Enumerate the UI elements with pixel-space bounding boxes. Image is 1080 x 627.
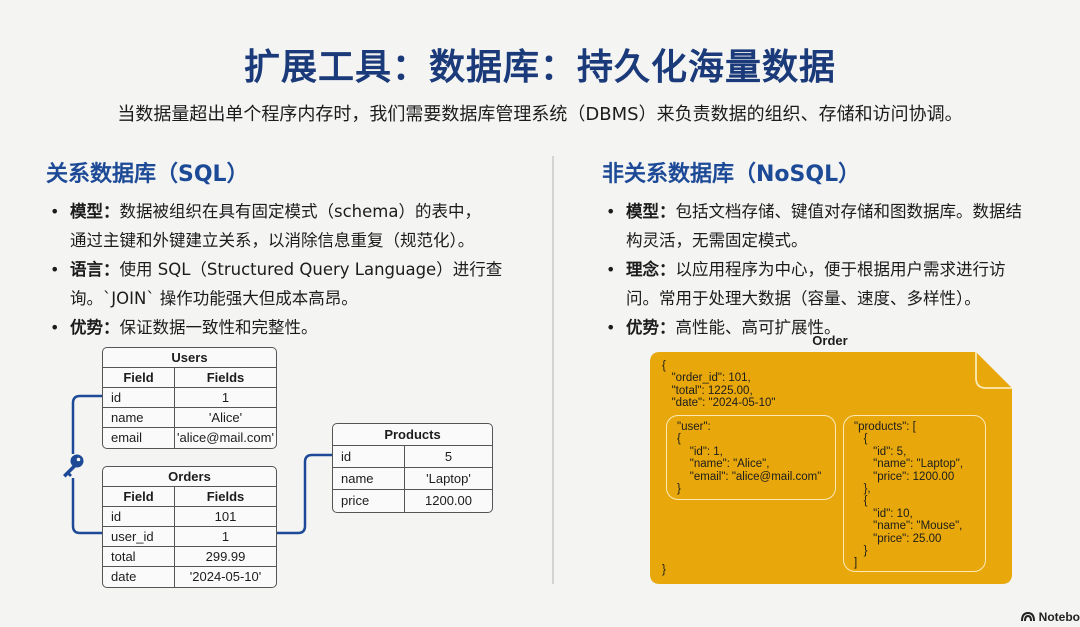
column-divider	[552, 156, 554, 584]
sql-bullets: 模型：数据被组织在具有固定模式（schema）的表中，通过主键和外键建立关系，以…	[44, 197, 544, 342]
sql-bullet-advantage: 优势：保证数据一致性和完整性。	[44, 313, 544, 342]
brand-watermark: Notebo	[1020, 610, 1080, 624]
nosql-heading: 非关系数据库（NoSQL）	[602, 162, 861, 187]
page-title: 扩展工具：数据库：持久化海量数据	[243, 47, 836, 88]
sql-bullet-language: 语言：使用 SQL（Structured Query Language）进行查询…	[44, 255, 544, 313]
users-table-title: Users	[103, 348, 276, 368]
document-top-fields: { "order_id": 101, "total": 1225.00, "da…	[662, 360, 776, 410]
sql-heading: 关系数据库（SQL）	[46, 162, 249, 187]
products-table-title: Products	[333, 424, 492, 446]
page-subtitle: 当数据量超出单个程序内存时，我们需要数据库管理系统（DBMS）来负责数据的组织、…	[117, 104, 963, 125]
table-row: email'alice@mail.com'	[103, 428, 276, 448]
document-label: Order	[812, 333, 848, 348]
table-row: date'2024-05-10'	[103, 567, 276, 587]
document-shape-icon	[650, 352, 1012, 584]
document-close-brace: }	[662, 564, 666, 576]
table-header-row: Field Fields	[103, 368, 276, 388]
nosql-bullet-philosophy: 理念：以应用程序为中心，便于根据用户需求进行访问。常用于处理大数据（容量、速度、…	[600, 255, 1070, 313]
table-row: name'Laptop'	[333, 468, 492, 490]
order-document: { "order_id": 101, "total": 1225.00, "da…	[650, 352, 1012, 584]
orders-table-title: Orders	[103, 467, 276, 487]
table-header-row: Field Fields	[103, 487, 276, 507]
sql-bullet-model: 模型：数据被组织在具有固定模式（schema）的表中，通过主键和外键建立关系，以…	[44, 197, 544, 255]
table-row: name'Alice'	[103, 408, 276, 428]
products-array: "products": [ { "id": 5, "name": "Laptop…	[843, 415, 986, 572]
nosql-bullet-advantage: 优势：高性能、高可扩展性。	[600, 313, 1070, 342]
key-icon	[63, 454, 84, 478]
user-subdocument: "user": { "id": 1, "name": "Alice", "ema…	[666, 415, 836, 500]
notebooklm-logo-icon	[1020, 612, 1035, 622]
